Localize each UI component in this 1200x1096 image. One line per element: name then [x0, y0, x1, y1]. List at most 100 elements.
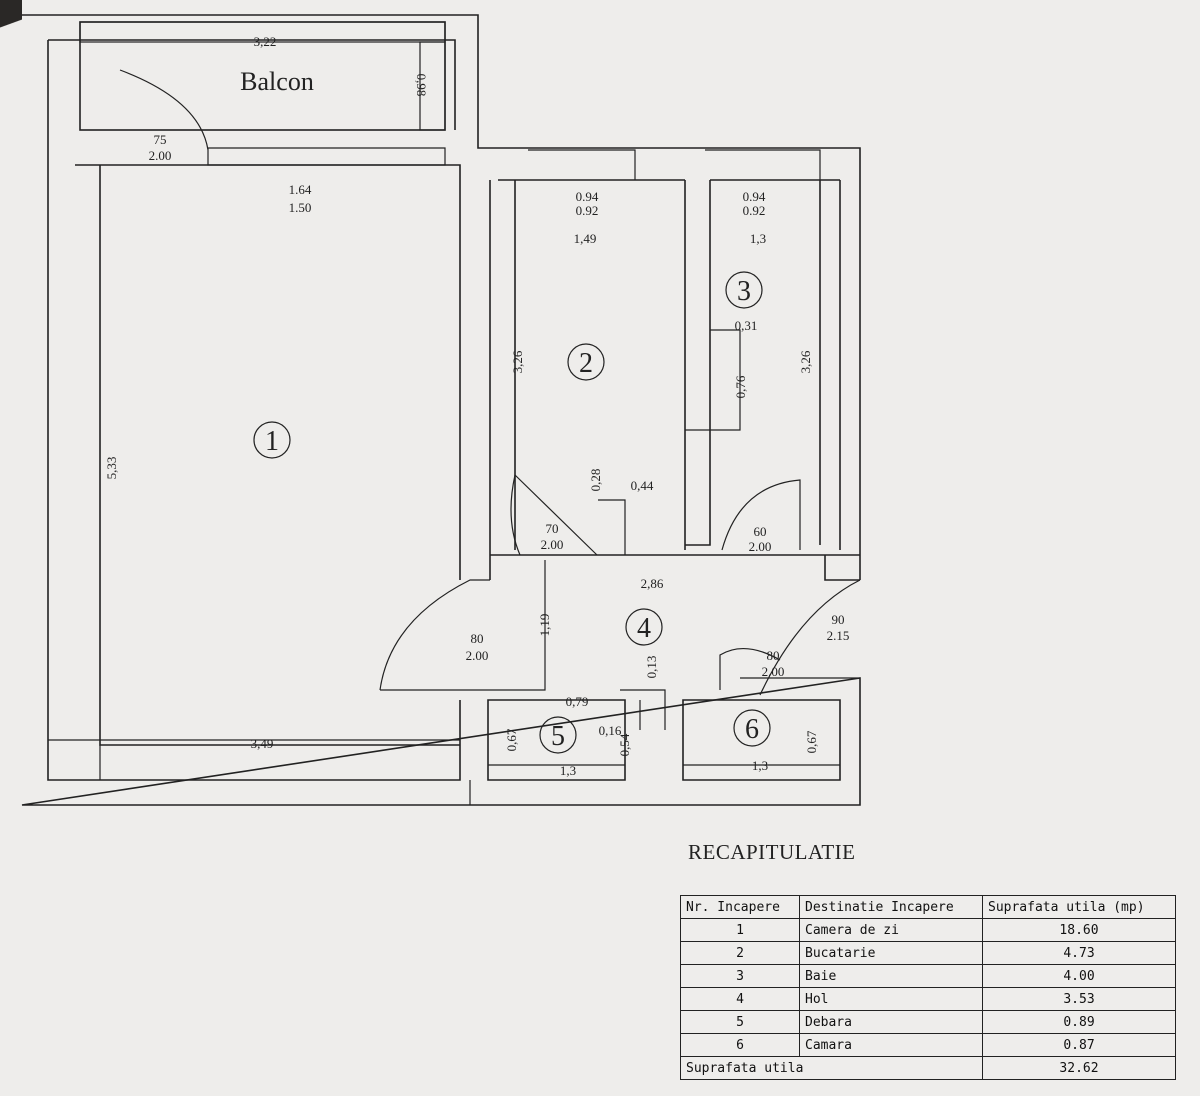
balcony-depth: 0,98: [414, 74, 429, 97]
room2-door-h: 2.00: [541, 537, 564, 552]
room3-door-h: 2.00: [749, 539, 772, 554]
room2-door-w: 70: [546, 521, 559, 536]
row-nr: 3: [680, 964, 800, 988]
row-area: 3.53: [982, 987, 1176, 1011]
room3-d2: 0,76: [733, 375, 748, 398]
row-name: Camara: [799, 1033, 983, 1057]
room6-width: 1,3: [752, 758, 768, 773]
doors-2-3: [510, 329, 801, 556]
room1-number: 1: [265, 426, 279, 457]
room3-door-w: 60: [754, 524, 767, 539]
row-name: Hol: [799, 987, 983, 1011]
row-area: 4.00: [982, 964, 1176, 988]
row-nr: 2: [680, 941, 800, 965]
row-area: 4.73: [982, 941, 1176, 965]
room3-width: 1,3: [750, 231, 766, 246]
row-nr: 4: [680, 987, 800, 1011]
rooms-2-3-walls: [489, 179, 841, 555]
row-nr: 1: [680, 918, 800, 942]
room4-width: 2,86: [641, 576, 664, 591]
room5-d3: 0,54: [617, 733, 632, 756]
row-name: Bucatarie: [799, 941, 983, 965]
room4-d1: 0,13: [644, 656, 659, 679]
entrance-door-w: 90: [832, 612, 845, 627]
balcony-door-h: 2.00: [149, 148, 172, 163]
total-label: Suprafata utila: [680, 1056, 983, 1080]
rooms-5-6-details: [469, 689, 840, 805]
room2-width: 1,49: [574, 231, 597, 246]
balcony-rail: [79, 21, 446, 43]
total-value: 32.62: [982, 1056, 1176, 1080]
room2-marker: [567, 343, 605, 381]
row-area: 18.60: [982, 918, 1176, 942]
room6-marker: [733, 709, 771, 747]
room6-height: 0,67: [804, 730, 819, 753]
row-name: Debara: [799, 1010, 983, 1034]
row-name: Baie: [799, 964, 983, 988]
floor-plan: 1 2 3 4 5 6 Balcon 3,22 0,98 75 2.00 1.6…: [21, 14, 861, 806]
room5-height: 0,67: [504, 728, 519, 751]
room4-door-w: 80: [471, 631, 484, 646]
room1-marker: [253, 421, 291, 459]
room3-window-h: 0.92: [743, 203, 766, 218]
balcony-width: 3,22: [254, 34, 277, 49]
row-nr: 5: [680, 1010, 800, 1034]
room5-number: 5: [551, 721, 565, 752]
summary-table: Nr. Incapere Destinatie Incapere Suprafa…: [680, 895, 1176, 1080]
inner-wall: [47, 39, 461, 781]
hall-doors: [379, 560, 861, 696]
room3-number: 3: [737, 276, 751, 307]
room3-marker: [725, 271, 763, 309]
room4-height: 1,19: [537, 614, 552, 637]
room4-door-h: 2.00: [466, 648, 489, 663]
hall-walls: [489, 554, 860, 581]
background-corner: [0, 0, 22, 60]
room4-marker: [625, 608, 663, 646]
header-name: Destinatie Incapere: [799, 895, 983, 919]
room6-door-w: 80: [767, 648, 780, 663]
rooms-5-6-walls: [487, 699, 841, 781]
row-area: 0.89: [982, 1010, 1176, 1034]
header-area: Suprafata utila (mp): [982, 895, 1176, 919]
room4-number: 4: [637, 613, 651, 644]
balcony-label: Balcon: [240, 67, 314, 96]
room1-height: 5,33: [104, 457, 119, 480]
room5-marker: [539, 716, 577, 754]
room2-d1: 0,28: [588, 469, 603, 492]
summary-title: RECAPITULATIE: [688, 840, 856, 864]
room2-height: 3,26: [510, 350, 525, 373]
windows-2-3: [528, 149, 821, 180]
room5-d1: 0,79: [566, 694, 589, 709]
row-nr: 6: [680, 1033, 800, 1057]
room3-d1: 0,31: [735, 318, 758, 333]
balcony-door-w: 75: [154, 132, 167, 147]
room3-height: 3,26: [798, 350, 813, 373]
room2-window-h: 0.92: [576, 203, 599, 218]
room1-window: [48, 739, 460, 780]
room1-width: 3,49: [251, 736, 274, 751]
room3-window-w: 0.94: [743, 189, 766, 204]
table-total-row: Suprafata utila 32.62: [680, 1056, 1176, 1080]
room5-d2: 0,16: [599, 723, 622, 738]
room2-number: 2: [579, 348, 593, 379]
room2-window-w: 0.94: [576, 189, 599, 204]
room6-number: 6: [745, 714, 759, 745]
room1-window-w: 1.64: [289, 182, 312, 197]
room1-window-h: 1.50: [289, 200, 312, 215]
outer-wall: [21, 14, 861, 806]
row-name: Camera de zi: [799, 918, 983, 942]
balcony-side: [419, 41, 446, 131]
room2-d2: 0,44: [631, 478, 654, 493]
header-nr: Nr. Incapere: [680, 895, 800, 919]
table-header-row: Nr. Incapere Destinatie Incapere Suprafa…: [680, 895, 1176, 919]
entrance-door-h: 2.15: [827, 628, 850, 643]
row-area: 0.87: [982, 1033, 1176, 1057]
room5-width: 1,3: [560, 763, 576, 778]
room6-door-h: 2.00: [762, 664, 785, 679]
